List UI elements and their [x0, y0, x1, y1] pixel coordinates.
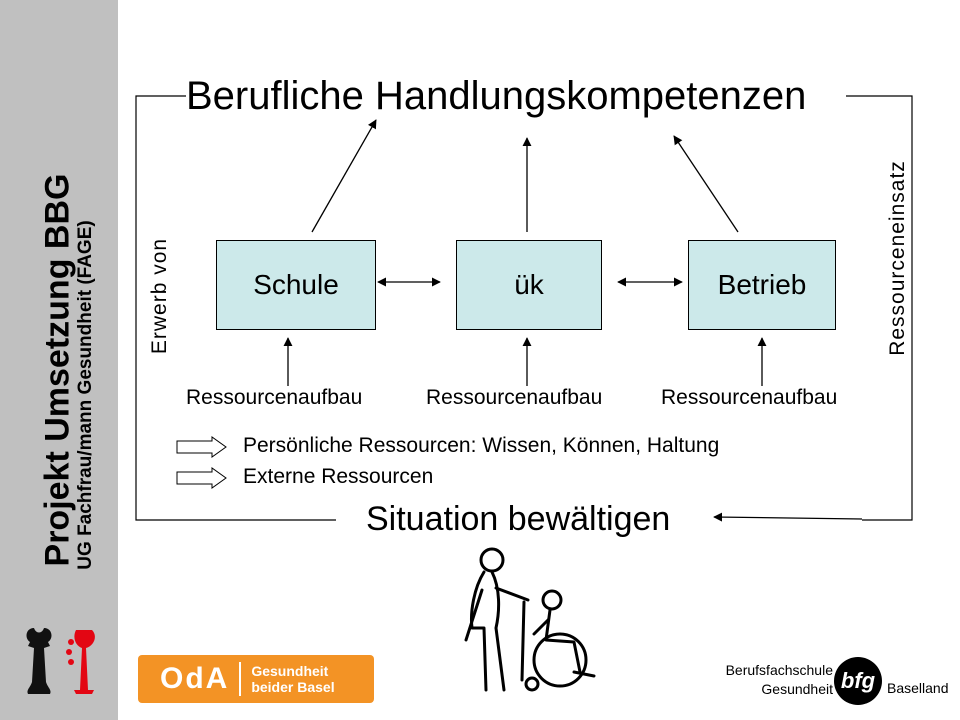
arrow-schule-to-title [311, 119, 377, 233]
oda-logo-line1: Gesundheit [251, 663, 329, 679]
vertical-label-right: Ressourceneinsatz [886, 160, 909, 356]
resource-label-betrieb: Ressourcenaufbau [661, 386, 838, 409]
box-schule: Schule [216, 240, 376, 330]
frame-left [135, 95, 336, 521]
resource-label-uek: Ressourcenaufbau [426, 386, 603, 409]
basel-land-crest-icon [66, 630, 95, 694]
sidebar: Projekt Umsetzung BBG UG Fachfrau/mann G… [0, 0, 118, 720]
resource-label-schule: Ressourcenaufbau [186, 386, 363, 409]
diagram-title: Berufliche Handlungskompetenzen [186, 74, 807, 118]
legend-arrow-personal [176, 436, 227, 458]
legend-external-resources: Externe Ressourcen [243, 465, 434, 488]
bfg-logo-line2: Gesundheit [761, 681, 833, 697]
oda-logo-divider [239, 662, 242, 696]
legend-arrow-external [176, 467, 227, 489]
oda-logo-main: OdA [160, 662, 230, 695]
box-betrieb: Betrieb [688, 240, 836, 330]
oda-logo-line2: beider Basel [251, 679, 335, 695]
bfg-logo-text: Berufsfachschule Gesundheit [726, 661, 833, 699]
bfg-logo-mark: bfg [834, 657, 882, 705]
arrow-betrieb-to-title [673, 135, 739, 233]
basel-stadt-crest-icon [26, 628, 52, 694]
oda-logo: OdA Gesundheit beider Basel [138, 655, 374, 703]
box-uek: ük [456, 240, 602, 330]
vertical-label-left: Erwerb von [148, 237, 171, 355]
bfg-logo-line1: Berufsfachschule [725, 662, 833, 678]
oda-logo-text: Gesundheit beider Basel [251, 663, 334, 695]
bfg-logo-region: Baselland [887, 680, 949, 696]
bfg-logo: Berufsfachschule Gesundheit bfg Basellan… [705, 657, 949, 707]
frame-right [846, 95, 913, 521]
arrow-to-situation [713, 512, 863, 522]
legend-personal-resources: Persönliche Ressourcen: Wissen, Können, … [243, 434, 720, 457]
situation-label: Situation bewältigen [362, 500, 675, 539]
caregiver-wheelchair-icon [464, 547, 596, 692]
